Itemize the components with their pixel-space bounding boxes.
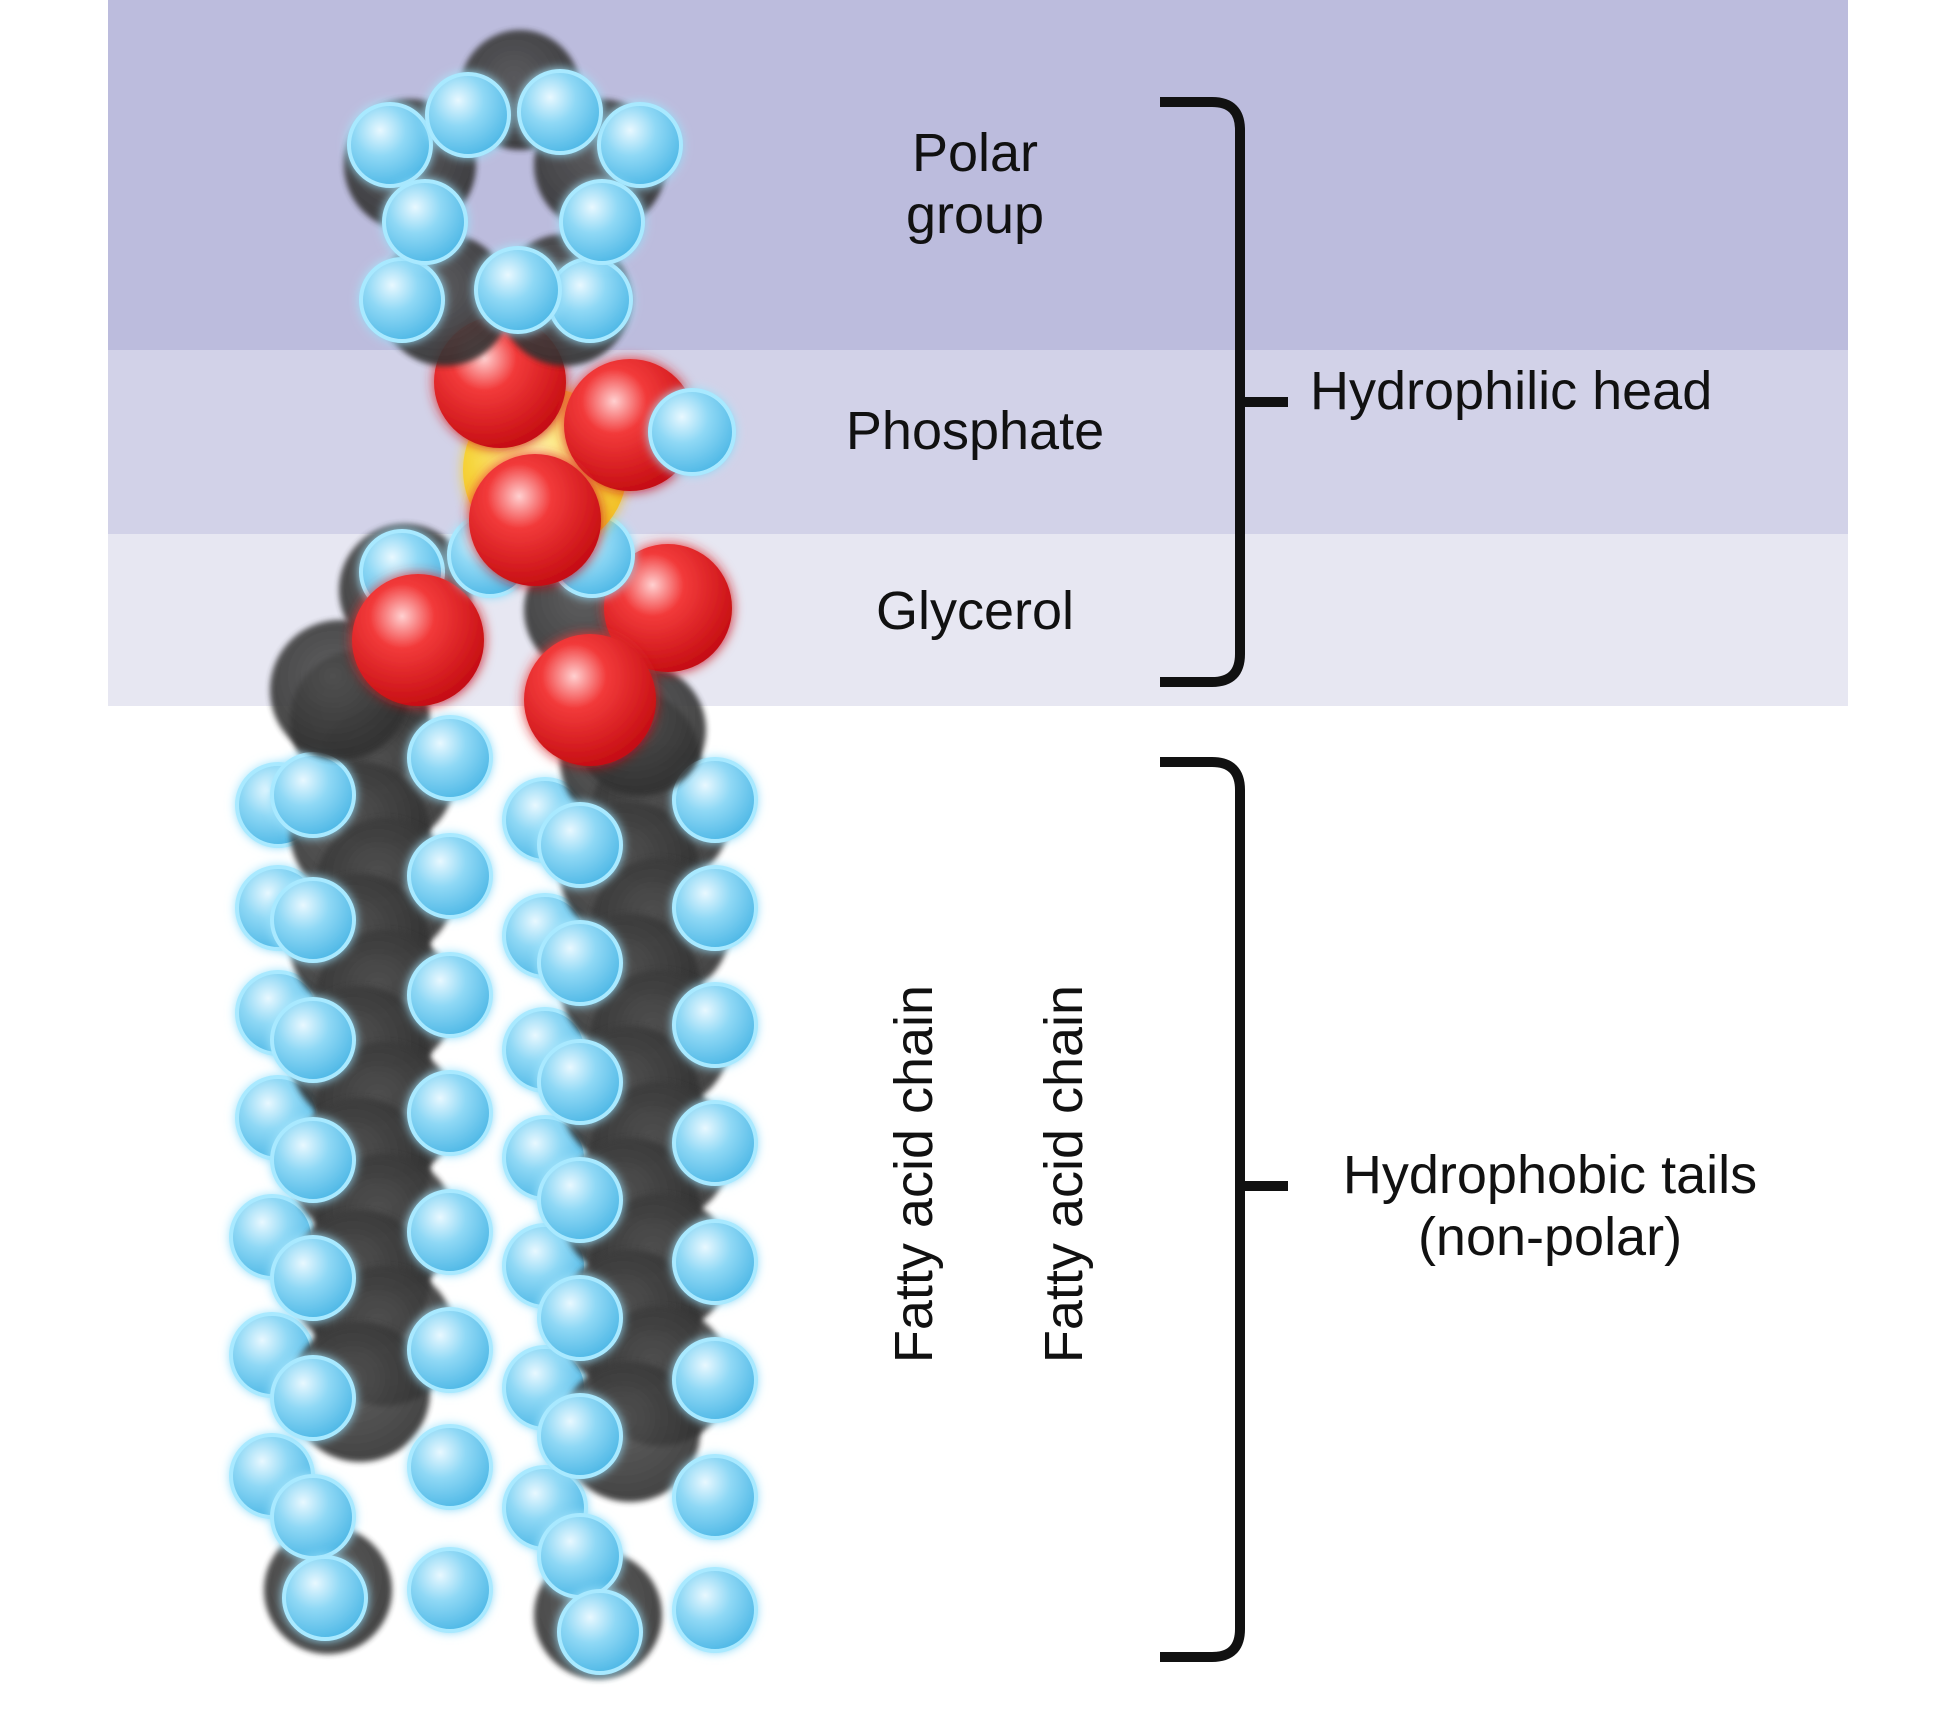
hydrogen-atom-icon — [557, 1589, 643, 1675]
hydrophobic-tails-label: Hydrophobic tails (non-polar) — [1290, 1144, 1810, 1268]
hydrogen-atom-icon — [270, 1117, 356, 1203]
hydrogen-atom-icon — [672, 1567, 758, 1653]
oxygen-atom-icon — [352, 574, 484, 706]
hydrogen-atom-icon — [547, 257, 633, 343]
hydrogen-atom-icon — [672, 1454, 758, 1540]
hydrogen-atom-icon — [537, 1039, 623, 1125]
hydrophilic-head-label: Hydrophilic head — [1310, 361, 1713, 421]
fatty-acid-chain-label-2: Fatty acid chain — [1034, 984, 1094, 1364]
hydrogen-atom-icon — [382, 179, 468, 265]
hydrogen-atom-icon — [270, 877, 356, 963]
polar-group-label-line1: Polar — [911, 123, 1039, 183]
hydrogen-atom-icon — [270, 1355, 356, 1441]
hydrogen-atom-icon — [537, 920, 623, 1006]
hydrogen-atom-icon — [672, 1100, 758, 1186]
hydrogen-atom-icon — [672, 982, 758, 1068]
molecule-atoms — [229, 30, 758, 1679]
oxygen-atom-icon — [524, 634, 656, 766]
phosphate-band — [108, 350, 1848, 534]
hydrogen-atom-icon — [537, 1275, 623, 1361]
hydrogen-atom-icon — [537, 1157, 623, 1243]
hydrophobic-tails-bracket — [1160, 757, 1288, 1662]
hydrogen-atom-icon — [474, 246, 562, 334]
hydrogen-atom-icon — [537, 1513, 623, 1599]
hydrogen-atom-icon — [559, 179, 645, 265]
hydrogen-atom-icon — [407, 1547, 493, 1633]
hydrophobic-tails-label-line2: (non-polar) — [1417, 1207, 1683, 1268]
hydrogen-atom-icon — [648, 388, 736, 476]
hydrogen-atom-icon — [672, 1219, 758, 1305]
oxygen-atom-icon — [469, 454, 601, 586]
hydrogen-atom-icon — [270, 997, 356, 1083]
phosphate-label: Phosphate — [845, 401, 1105, 461]
hydrogen-atom-icon — [270, 1474, 356, 1560]
glycerol-label: Glycerol — [875, 581, 1075, 641]
hydrogen-atom-icon — [347, 102, 433, 188]
hydrogen-atom-icon — [672, 757, 758, 843]
hydrogen-atom-icon — [270, 1235, 356, 1321]
polar-group-label-line2: group — [905, 185, 1045, 246]
hydrogen-atom-icon — [407, 952, 493, 1038]
hydrogen-atom-icon — [359, 257, 445, 343]
hydrogen-atom-icon — [407, 1189, 493, 1275]
oxygen-atom-icon — [604, 544, 732, 672]
hydrogen-atom-icon — [537, 1393, 623, 1479]
fatty-acid-chain-label-1: Fatty acid chain — [884, 984, 944, 1364]
hydrogen-atom-icon — [537, 802, 623, 888]
hydrophobic-tails-label-line1: Hydrophobic tails — [1342, 1145, 1758, 1205]
hydrogen-atom-icon — [270, 752, 356, 838]
hydrogen-atom-icon — [672, 1337, 758, 1423]
polar-group-label: Polar group — [860, 122, 1090, 246]
hydrogen-atom-icon — [282, 1555, 368, 1641]
hydrogen-atom-icon — [407, 1424, 493, 1510]
hydrophilic-head-bracket — [1160, 97, 1288, 687]
hydrogen-atom-icon — [407, 715, 493, 801]
hydrogen-atom-icon — [597, 102, 683, 188]
hydrogen-atom-icon — [517, 69, 603, 155]
hydrogen-atom-icon — [425, 72, 511, 158]
hydrogen-atom-icon — [407, 833, 493, 919]
hydrogen-atom-icon — [407, 1070, 493, 1156]
hydrogen-atom-icon — [407, 1307, 493, 1393]
hydrogen-atom-icon — [672, 865, 758, 951]
brackets — [1160, 97, 1288, 1662]
